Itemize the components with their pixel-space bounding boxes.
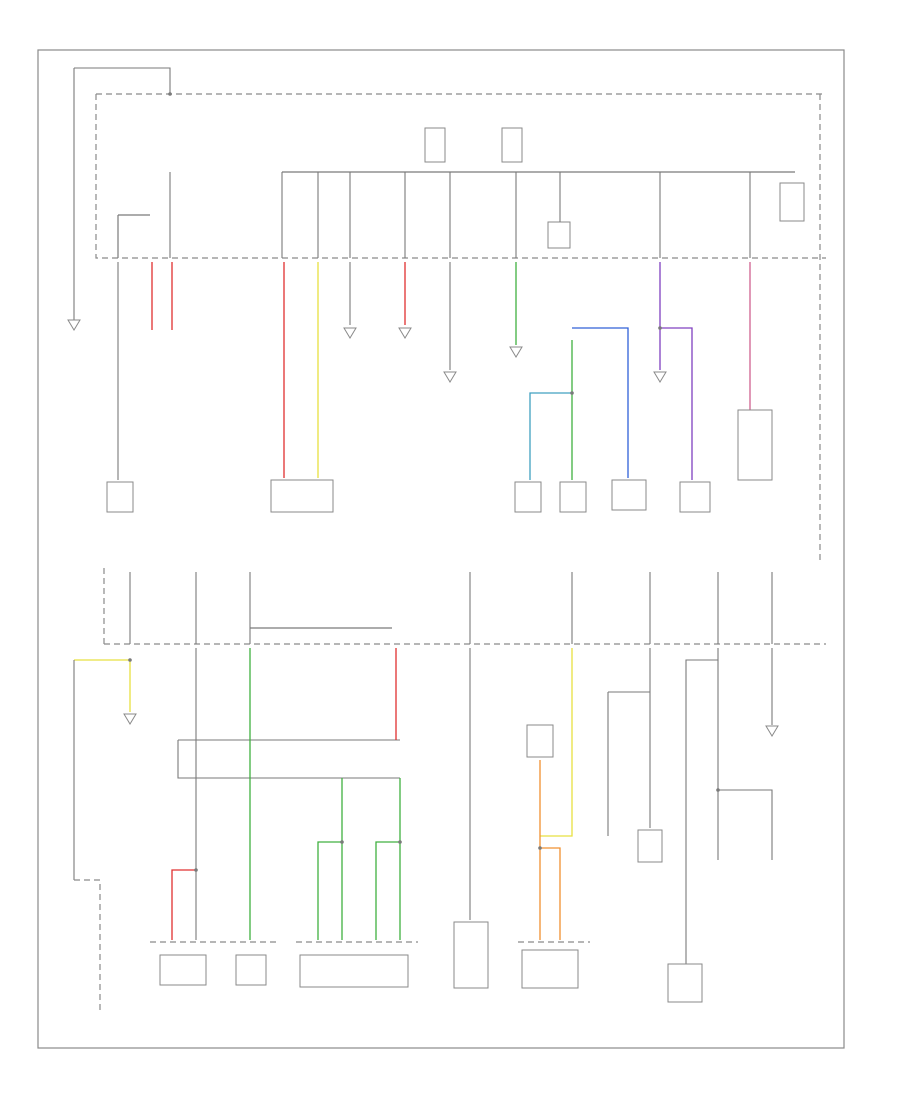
wire-lightblue-a (529, 392, 572, 480)
junction-dot (658, 326, 662, 330)
wire-green-e (317, 841, 400, 940)
component-k (526, 724, 554, 758)
junction-dot (570, 391, 574, 395)
component-a (514, 481, 542, 513)
ground-4 (443, 371, 457, 383)
component-h (299, 954, 409, 988)
ground-7 (123, 713, 137, 725)
upper-components (106, 409, 773, 513)
upper-fuse-box (73, 67, 826, 560)
wire-green-d (341, 778, 401, 940)
lower-fuse-box-outline (103, 568, 826, 645)
junction-dots (128, 92, 720, 872)
relay-1 (424, 127, 446, 163)
wire-blue-a (572, 327, 629, 478)
ground-6 (653, 371, 667, 383)
wire-yellow-c (540, 648, 573, 837)
wire-black-j (717, 660, 773, 860)
junction-dot (194, 868, 198, 872)
upper-internal-bus (117, 171, 795, 258)
wire-violet-b (660, 327, 693, 480)
lower-wires (73, 648, 773, 964)
component-f (159, 954, 207, 986)
ground-8 (765, 725, 779, 737)
component-n (74, 879, 101, 1010)
wire-black-f (177, 739, 400, 779)
lower-grounds (123, 713, 779, 737)
junction-dot (538, 846, 542, 850)
ground-1 (67, 319, 81, 331)
ground-2 (343, 327, 357, 339)
junction-dot (716, 788, 720, 792)
lower-fuse-box (103, 568, 826, 645)
lower-fuse-drops (129, 572, 773, 644)
component-c (611, 479, 647, 511)
lower-components (74, 724, 703, 1010)
diagram-frame (37, 49, 845, 1049)
upper-wires (117, 262, 751, 480)
wire-black-i (685, 648, 719, 964)
wire-yellow-b (74, 659, 131, 712)
component-m (667, 963, 703, 1003)
ground-5 (509, 346, 523, 358)
junction-dot (340, 840, 344, 844)
component-e (737, 409, 773, 481)
component-g (235, 954, 267, 986)
upper-grounds (67, 319, 667, 383)
component-i (453, 921, 489, 989)
wire-black-h (607, 648, 651, 836)
component-horn (106, 481, 134, 513)
relay-4 (779, 182, 805, 222)
upper-feed-wire (73, 67, 171, 320)
component-d (679, 481, 711, 513)
relay-3 (547, 221, 571, 249)
junction-dot (168, 92, 172, 96)
upper-fuse-drops (169, 172, 751, 258)
junction-dot (128, 658, 132, 662)
relay-2 (501, 127, 523, 163)
junction-dot (398, 840, 402, 844)
component-l (637, 829, 663, 863)
component-control-unit (270, 479, 334, 513)
wire-orange-a (539, 760, 561, 940)
ground-3 (398, 327, 412, 339)
upper-fuse-box-outline (95, 93, 826, 560)
wire-red-e (171, 869, 196, 940)
component-b (559, 481, 587, 513)
component-j (521, 949, 579, 989)
